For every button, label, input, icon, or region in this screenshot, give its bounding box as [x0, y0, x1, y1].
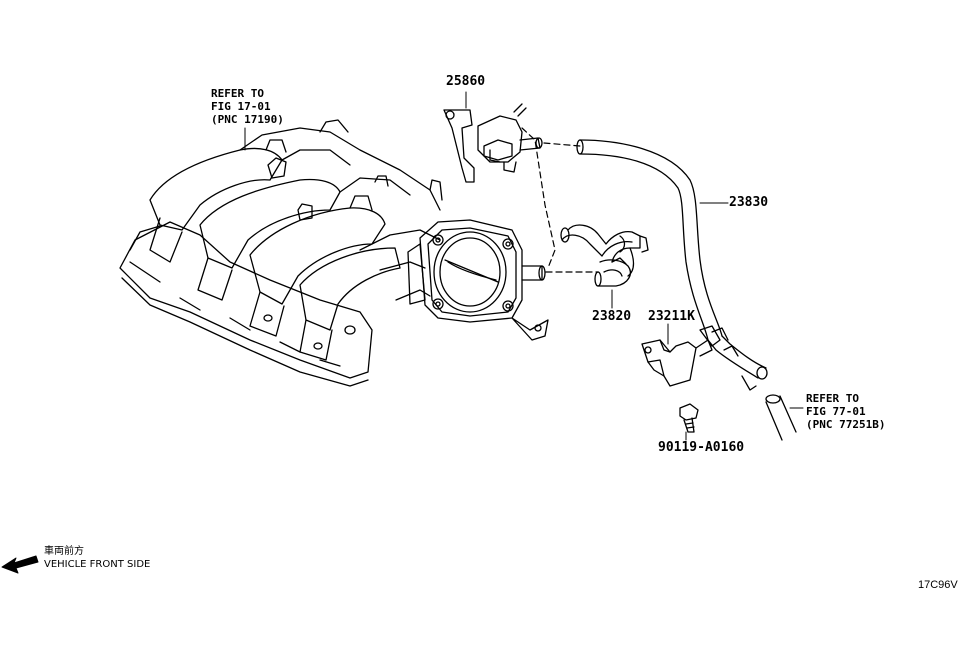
part-number-25860[interactable]: 25860	[446, 74, 486, 89]
reference-figure: FIG 17-01	[211, 100, 271, 113]
part-number-23830[interactable]: 23830	[729, 195, 769, 210]
illustration-code: 17C96V	[918, 579, 958, 591]
vacuum-switching-valve	[444, 104, 542, 182]
arrow-left-icon	[2, 556, 38, 573]
front-label-jp: 車両前方	[44, 546, 84, 557]
reference-figure: FIG 77-01	[806, 405, 866, 418]
reference-callout-fig-17-01[interactable]: REFER TO FIG 17-01 (PNC 17190)	[211, 87, 284, 126]
connection-dashed-lines	[522, 128, 598, 272]
reference-callout-fig-77-01[interactable]: REFER TO FIG 77-01 (PNC 77251B)	[806, 392, 885, 431]
part-number-23820[interactable]: 23820	[592, 309, 632, 324]
hose-23830	[577, 140, 767, 390]
reference-line: REFER TO	[211, 87, 264, 100]
intake-manifold	[120, 120, 442, 386]
hose-77251b	[766, 395, 796, 440]
bracket-23211k	[642, 340, 712, 386]
vehicle-front-indicator: 車両前方 VEHICLE FRONT SIDE	[44, 545, 150, 571]
part-number-90119-a0160[interactable]: 90119-A0160	[658, 440, 745, 455]
front-label-en: VEHICLE FRONT SIDE	[44, 559, 151, 570]
reference-line: REFER TO	[806, 392, 859, 405]
leader-lines	[245, 92, 803, 440]
hose-23820	[561, 225, 648, 286]
throttle-body	[408, 220, 548, 340]
reference-pnc: (PNC 17190)	[211, 113, 284, 126]
reference-pnc: (PNC 77251B)	[806, 418, 886, 431]
bolt-90119-a0160	[680, 404, 698, 432]
part-number-23211k[interactable]: 23211K	[648, 309, 695, 324]
